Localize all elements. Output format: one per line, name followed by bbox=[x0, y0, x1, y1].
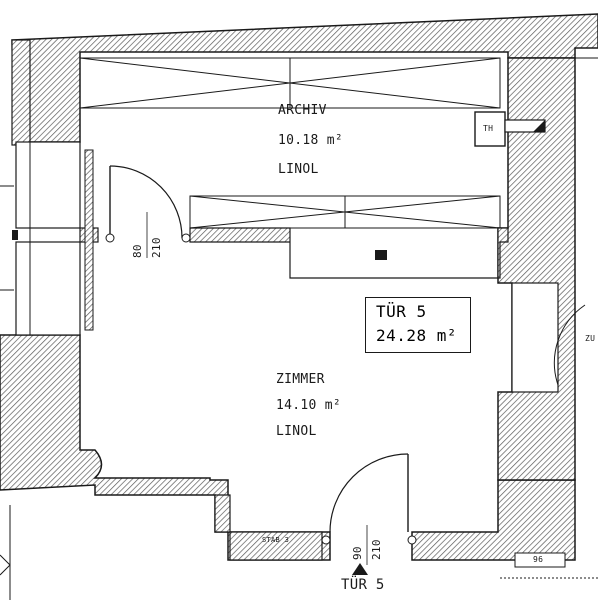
interior-door-height: 210 bbox=[150, 237, 163, 258]
wall-partition bbox=[189, 227, 509, 279]
zimmer-floor: LINOL bbox=[276, 424, 317, 439]
wall-left-lower bbox=[0, 334, 331, 561]
right-niche bbox=[511, 282, 559, 393]
heater-tag: TH bbox=[483, 124, 494, 133]
wall-left-upper bbox=[11, 39, 31, 146]
archiv-area: 10.18 m² bbox=[278, 133, 344, 148]
zimmer-name: ZIMMER bbox=[276, 372, 325, 387]
interior-door-swing bbox=[109, 165, 183, 239]
right-room-fragment: ZU bbox=[585, 334, 596, 343]
entrance-door-swing bbox=[329, 453, 409, 533]
sill-note: STAB 3 bbox=[262, 536, 290, 544]
archiv-floor: LINOL bbox=[278, 162, 319, 177]
interior-door-width: 80 bbox=[131, 244, 144, 258]
unit-badge-area: 24.28 m² bbox=[376, 326, 458, 345]
wall-bottom-left bbox=[214, 494, 323, 561]
entrance-door-width: 90 bbox=[351, 546, 364, 560]
entrance-door-height: 210 bbox=[370, 539, 383, 560]
zimmer-area: 14.10 m² bbox=[276, 398, 342, 413]
entrance-label: TÜR 5 bbox=[341, 577, 385, 593]
unit-badge-title: TÜR 5 bbox=[376, 302, 427, 321]
vent-icon bbox=[375, 250, 387, 260]
window-lower bbox=[15, 241, 81, 336]
radiator bbox=[84, 149, 94, 331]
heater-box bbox=[474, 111, 506, 147]
wall-bottom-right bbox=[411, 479, 576, 561]
bottom-right-tag: 96 bbox=[533, 555, 544, 564]
archive-shelf-top bbox=[79, 57, 501, 109]
entrance-arrow-icon bbox=[352, 563, 368, 575]
archiv-name: ARCHIV bbox=[278, 103, 327, 118]
window-upper bbox=[15, 141, 81, 229]
archive-shelf-bottom bbox=[189, 195, 501, 229]
bottom-right-box bbox=[514, 552, 566, 568]
unit-badge: TÜR 5 24.28 m² bbox=[365, 297, 471, 353]
